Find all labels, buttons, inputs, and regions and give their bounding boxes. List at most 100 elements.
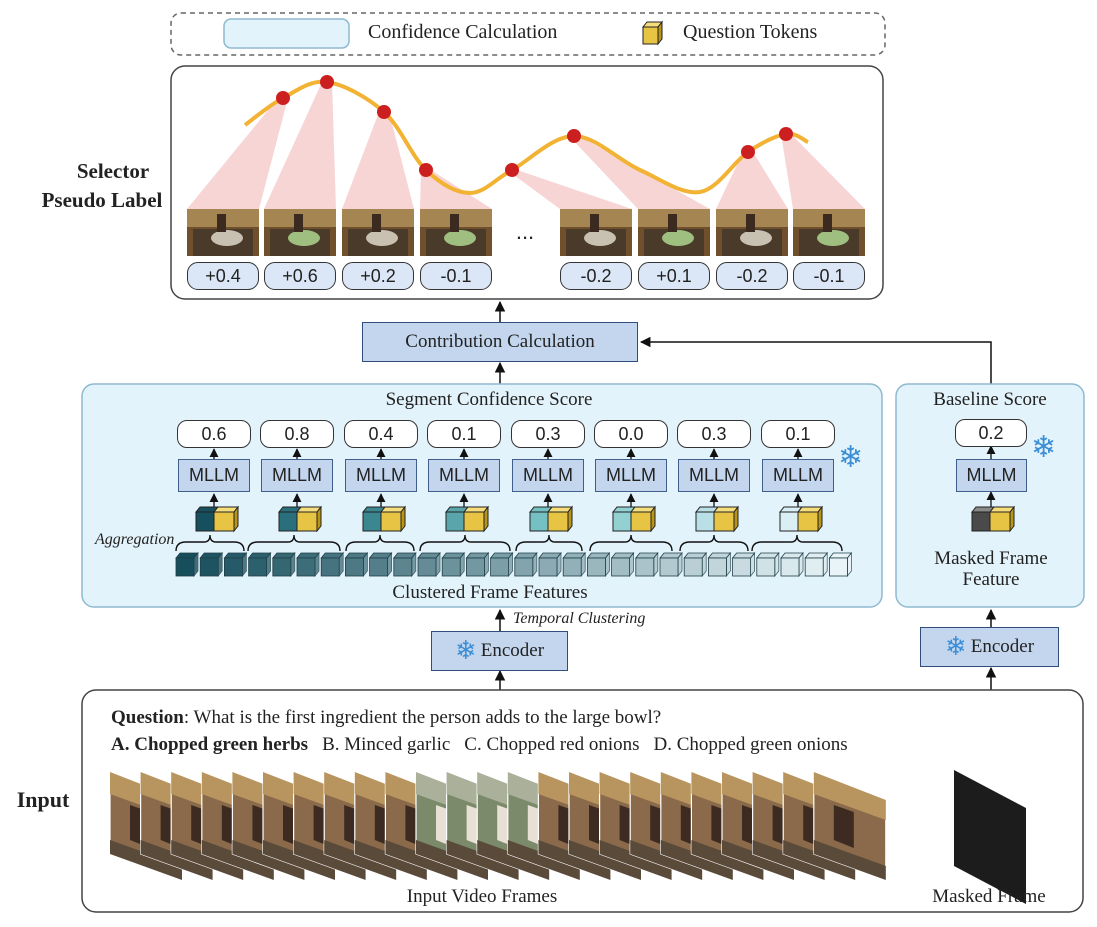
segment-token — [528, 505, 574, 533]
feature-block — [296, 551, 320, 578]
delta-chip: -0.1 — [793, 262, 865, 290]
masked-encoder-frozen-snowflake-icon: ❄ — [944, 632, 967, 662]
legend-tokens-label: Question Tokens — [683, 21, 818, 43]
feature-block — [538, 551, 562, 578]
segment-score: 0.0 — [594, 420, 668, 448]
feature-block — [683, 551, 708, 578]
feature-block — [441, 551, 466, 578]
feature-block — [199, 551, 224, 578]
feature-block — [828, 551, 853, 578]
segment-score: 0.8 — [260, 420, 334, 448]
segment-score: 0.6 — [177, 420, 251, 448]
selector-dot — [505, 163, 519, 177]
frame-thumbnail — [560, 209, 632, 256]
selector-dot — [320, 75, 334, 89]
feature-block — [489, 551, 514, 578]
feature-block — [368, 551, 393, 578]
masked-feature-token — [970, 505, 1016, 533]
selector-dot — [276, 91, 290, 105]
legend-box — [170, 12, 886, 56]
masked-encoder-label: Encoder — [970, 636, 1035, 657]
input-video-frames — [109, 771, 887, 881]
input-side-label: Input — [16, 787, 70, 812]
selector-beam — [781, 134, 865, 209]
feature-block — [707, 551, 732, 578]
mllm-block: MLLM — [345, 459, 417, 492]
feature-block — [175, 551, 199, 578]
mllm-block: MLLM — [762, 459, 834, 492]
segment-score: 0.1 — [761, 420, 835, 448]
selector-beam — [342, 112, 414, 209]
video-frame — [813, 771, 887, 881]
frame-thumbnail — [342, 209, 414, 256]
selector-dots — [276, 75, 793, 177]
aggregation-brace — [345, 534, 415, 552]
segment-token — [611, 505, 657, 533]
mllm-block: MLLM — [512, 459, 584, 492]
feature-block — [392, 551, 417, 578]
feature-block — [223, 551, 248, 578]
feature-block — [247, 551, 272, 578]
option-b: B. Minced garlic — [322, 734, 451, 755]
feature-block — [780, 551, 804, 578]
delta-chip: -0.2 — [716, 262, 788, 290]
aggregation-brace — [751, 534, 843, 552]
feature-block — [465, 551, 490, 578]
frame-thumbnail — [716, 209, 788, 256]
feature-block — [320, 551, 345, 578]
mllm-block: MLLM — [428, 459, 500, 492]
clustered-feature-blocks — [175, 551, 853, 578]
masked-frame — [954, 770, 1026, 904]
baseline-mllm-block: MLLM — [956, 459, 1027, 492]
selector-beam — [264, 82, 336, 209]
baseline-title: Baseline Score — [933, 389, 1047, 410]
segment-score: 0.3 — [511, 420, 585, 448]
aggregation-label: Aggregation — [95, 531, 175, 548]
question-text: Question: What is the first ingredient t… — [111, 708, 661, 727]
feature-block — [804, 551, 829, 578]
mllm-block: MLLM — [178, 459, 250, 492]
masked-feature-label-line2: Feature — [962, 569, 1020, 590]
delta-chip: -0.2 — [560, 262, 632, 290]
feature-block — [417, 551, 441, 578]
segment-token — [277, 505, 323, 533]
frame-thumbnail — [638, 209, 710, 256]
delta-chip: +0.2 — [342, 262, 414, 290]
segment-score: 0.4 — [344, 420, 418, 448]
segment-token — [778, 505, 824, 533]
frames-ellipsis: ... — [515, 219, 535, 244]
option-d: D. Chopped green onions — [653, 734, 848, 755]
mllm-block: MLLM — [261, 459, 333, 492]
feature-block — [610, 551, 635, 578]
feature-block — [271, 551, 296, 578]
selector-dot — [779, 127, 793, 141]
baseline-score: 0.2 — [955, 419, 1027, 447]
segment-token — [194, 505, 240, 533]
aggregation-braces — [175, 534, 843, 552]
feature-block — [731, 551, 756, 578]
frame-thumbnail — [264, 209, 336, 256]
delta-chip: -0.1 — [420, 262, 492, 290]
clustered-features-label: Clustered Frame Features — [392, 582, 588, 603]
frame-thumbnail — [187, 209, 259, 256]
frame-thumbnail — [420, 209, 492, 256]
input-frames-label: Input Video Frames — [406, 886, 558, 907]
selector-beam — [507, 170, 632, 209]
aggregation-brace — [175, 534, 245, 552]
selector-beam — [569, 136, 710, 209]
selector-label-line1: Selector — [76, 159, 150, 183]
segment-token — [361, 505, 407, 533]
aggregation-brace — [589, 534, 673, 552]
question-prefix: Question — [111, 707, 184, 728]
delta-chip: +0.4 — [187, 262, 259, 290]
legend-confidence-label: Confidence Calculation — [368, 21, 558, 43]
temporal-clustering-label: Temporal Clustering — [513, 610, 646, 627]
selector-dot — [377, 105, 391, 119]
segment-score: 0.1 — [427, 420, 501, 448]
feature-block — [755, 551, 780, 578]
feature-block — [562, 551, 587, 578]
frame-thumbnail — [793, 209, 865, 256]
segment-frozen-snowflake-icon: ❄ — [838, 440, 864, 475]
mllm-block: MLLM — [678, 459, 750, 492]
